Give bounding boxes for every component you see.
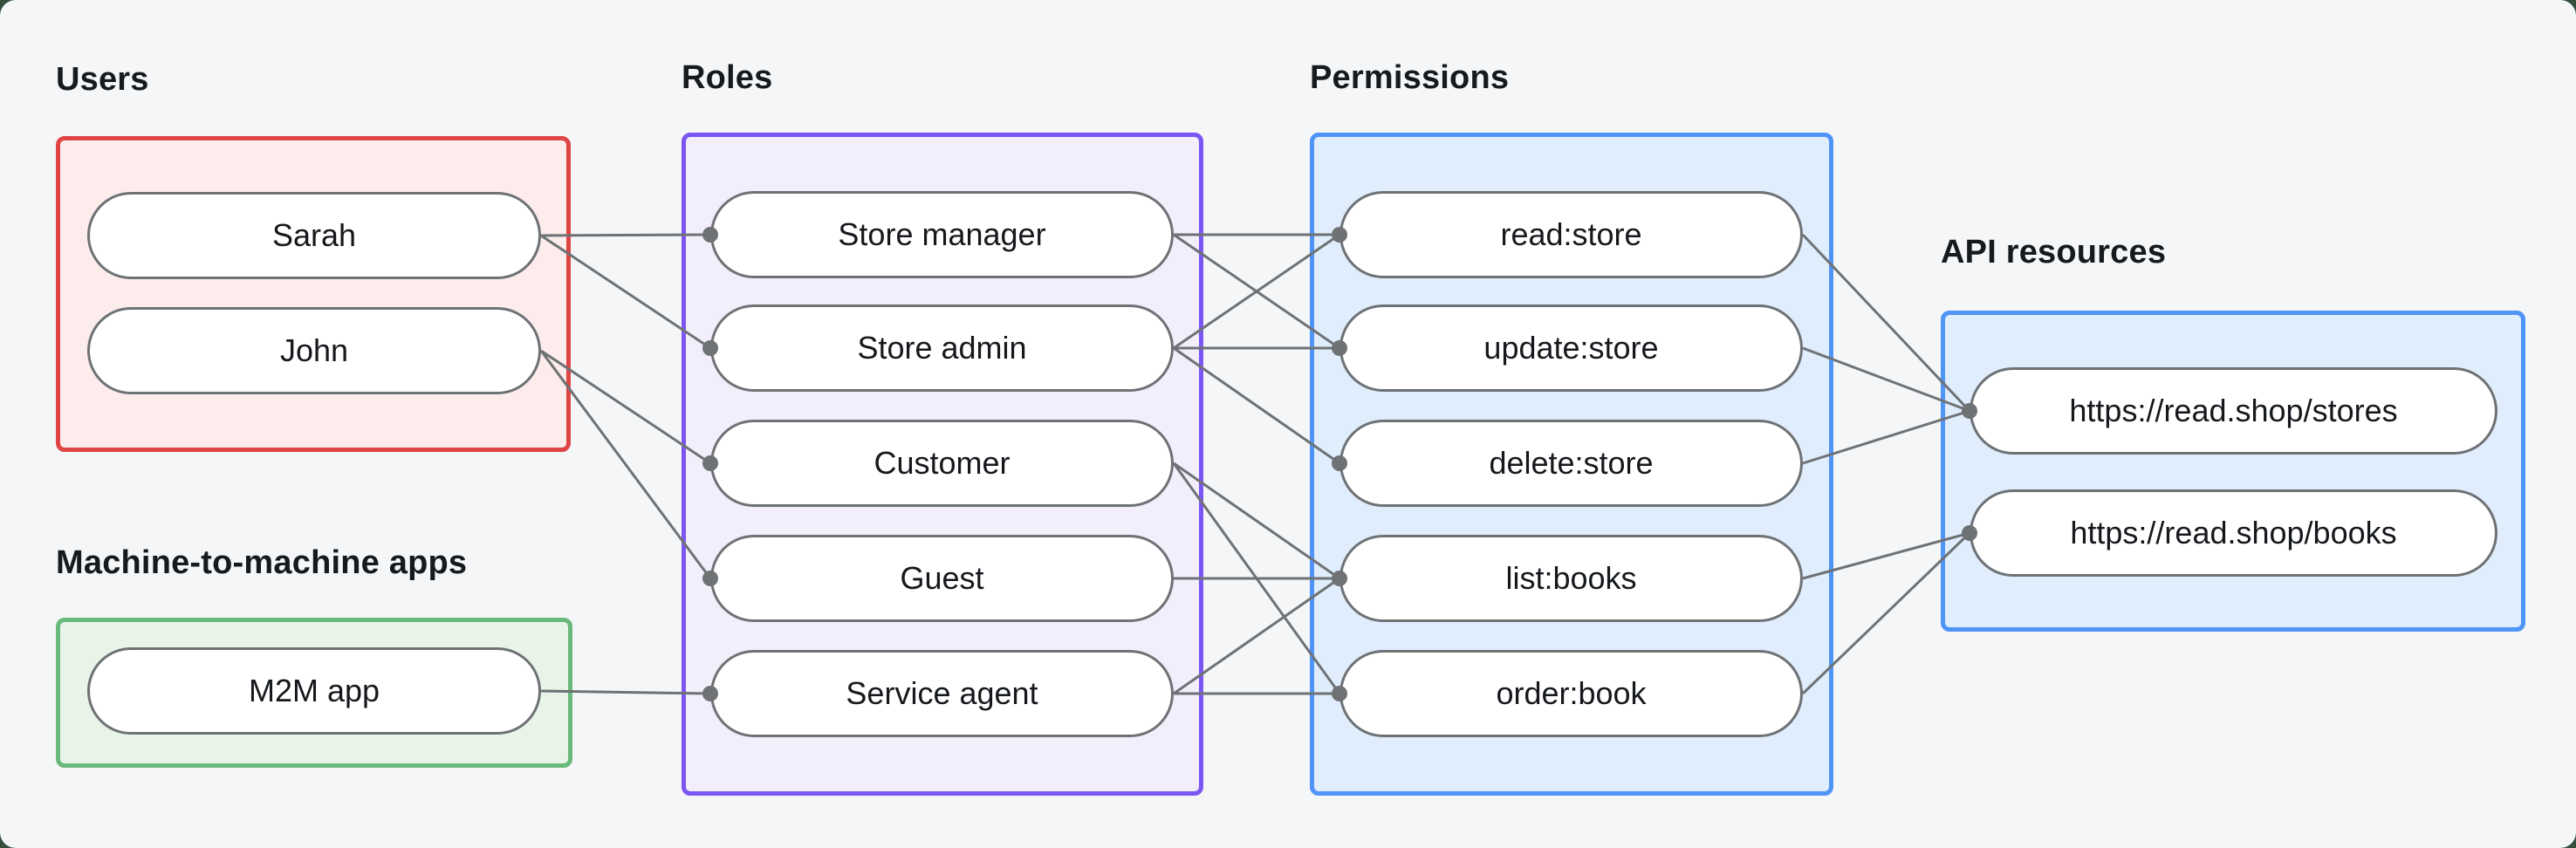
node-role-customer: Customer: [710, 420, 1174, 507]
node-permission-update-store: update:store: [1339, 304, 1803, 392]
node-role-service-agent: Service agent: [710, 650, 1174, 737]
node-role-store-admin: Store admin: [710, 304, 1174, 392]
section-title-roles: Roles: [682, 59, 773, 96]
node-role-guest: Guest: [710, 535, 1174, 622]
node-role-store-manager: Store manager: [710, 191, 1174, 278]
section-title-api-resources: API resources: [1941, 234, 2167, 270]
node-permission-order-book: order:book: [1339, 650, 1803, 737]
node-api-resource-stores: https://read.shop/stores: [1970, 367, 2497, 455]
node-permission-read-store: read:store: [1339, 191, 1803, 278]
node-user-john: John: [87, 307, 541, 394]
node-m2m-app: M2M app: [87, 647, 541, 735]
node-api-resource-books: https://read.shop/books: [1970, 489, 2497, 577]
section-title-m2m-apps: Machine-to-machine apps: [56, 544, 468, 581]
section-title-permissions: Permissions: [1310, 59, 1510, 96]
node-permission-delete-store: delete:store: [1339, 420, 1803, 507]
users-group-box: [56, 136, 571, 452]
api-resources-group-box: [1941, 311, 2525, 632]
section-title-users: Users: [56, 61, 149, 98]
node-user-sarah: Sarah: [87, 192, 541, 279]
node-permission-list-books: list:books: [1339, 535, 1803, 622]
